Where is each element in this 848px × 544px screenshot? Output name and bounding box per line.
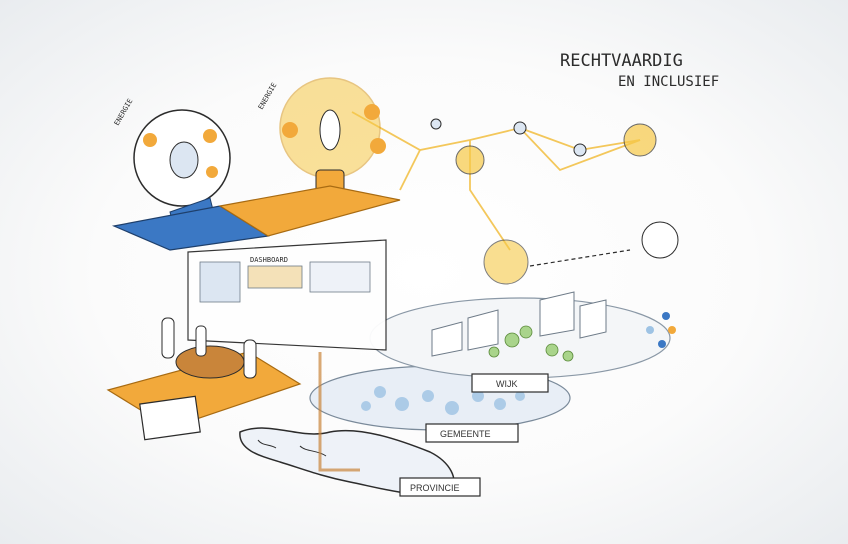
dashboard-title: DASHBOARD <box>250 256 288 264</box>
neighborhood-buildings <box>431 291 607 357</box>
gemeente-label: GEMEENTE <box>440 429 491 439</box>
wijk-ellipse <box>369 297 671 379</box>
people-group <box>161 317 257 379</box>
dashed-arrow <box>529 249 631 267</box>
heading-line-1: RECHTVAARDIG <box>560 51 683 71</box>
provincie-label: PROVINCIE <box>410 483 460 493</box>
wijk-label: WIJK <box>496 379 518 389</box>
heading-line-2: EN INCLUSIEF <box>618 74 719 90</box>
provincie-tag: PROVINCIE <box>399 477 481 497</box>
network-person-nodes <box>430 118 679 285</box>
color-dots <box>646 312 676 348</box>
gemeente-tag: GEMEENTE <box>425 423 519 443</box>
orange-platform-top <box>218 185 401 237</box>
neighborhood-trees <box>488 325 574 362</box>
wijk-tag: WIJK <box>471 373 549 393</box>
energy-label-right: ENERGIE <box>257 81 279 111</box>
province-coast <box>257 439 327 457</box>
energy-bubble-left: ENERGIE <box>113 97 231 207</box>
connector-pipe <box>318 352 360 472</box>
network-lines <box>351 111 641 251</box>
gemeente-dots <box>361 386 525 415</box>
round-table <box>175 345 245 379</box>
lightbulb-icon: ENERGIE <box>257 77 386 195</box>
dashboard-panel: DASHBOARD <box>187 239 387 351</box>
energy-label-left: ENERGIE <box>113 97 135 127</box>
table-tag <box>139 395 201 441</box>
